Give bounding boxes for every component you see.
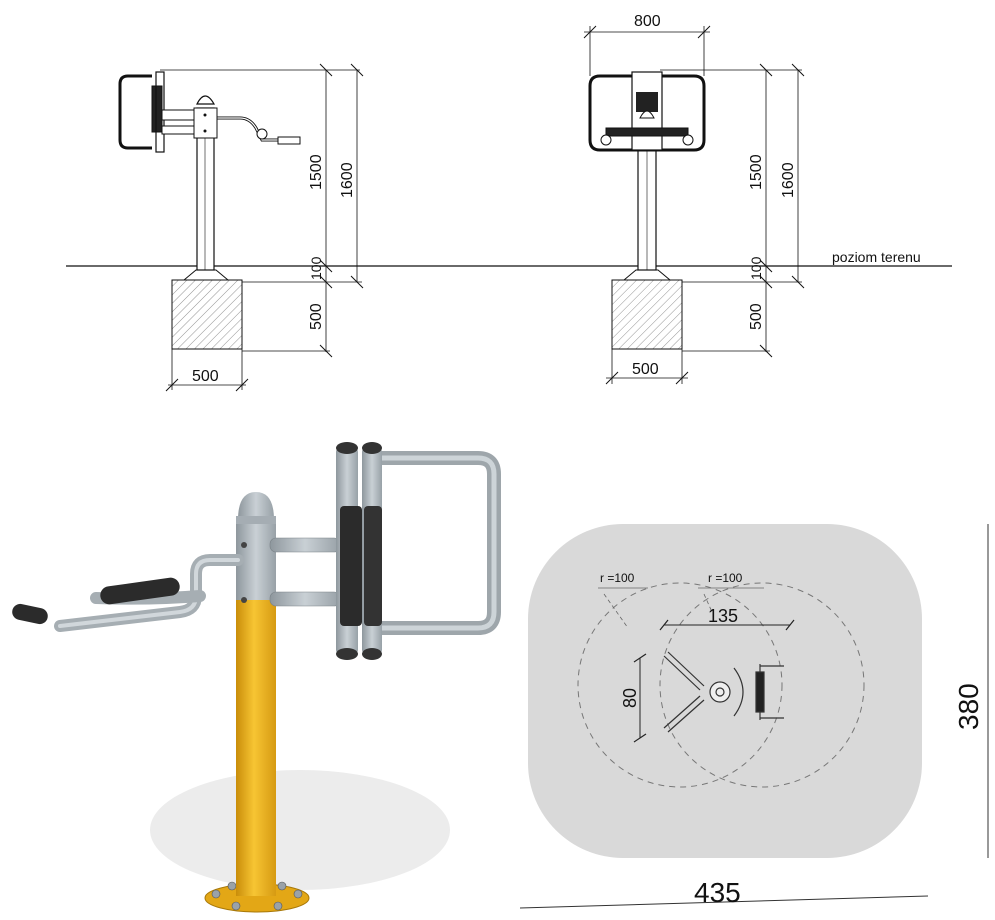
render-column-cap <box>238 492 274 520</box>
side-dimensions <box>160 63 364 392</box>
side-base-plate <box>182 269 230 281</box>
front-height-total: 1600 <box>780 162 797 198</box>
render-shadow <box>150 770 450 890</box>
side-foundation-depth: 500 <box>308 303 325 330</box>
side-height-above-ground: 1500 <box>308 154 325 190</box>
side-frame-handle <box>118 74 152 150</box>
front-ground-offset: 100 <box>748 256 764 280</box>
front-base-plate <box>622 269 672 281</box>
front-height-above-ground: 1500 <box>748 154 765 190</box>
side-height-total: 1600 <box>339 162 356 198</box>
front-view <box>588 71 706 350</box>
equipment-render <box>12 442 501 913</box>
safety-circle-left <box>577 582 783 788</box>
render-frame <box>370 451 501 635</box>
safety-zone-width: 435 <box>694 877 741 908</box>
front-foundation-width: 500 <box>632 361 659 378</box>
side-foundation <box>171 279 243 350</box>
front-foundation <box>611 279 683 350</box>
side-ground-offset: 100 <box>308 256 324 280</box>
safety-centre-distance: 135 <box>708 606 738 626</box>
safety-circle-right <box>659 582 865 788</box>
front-dimensions <box>583 25 805 385</box>
front-frame-width: 800 <box>634 13 661 30</box>
front-grip <box>605 127 689 137</box>
side-view <box>118 71 301 350</box>
safety-zone-depth: 380 <box>953 683 984 730</box>
ground-level-label: poziom terenu <box>832 249 921 265</box>
render-grip-right <box>364 506 382 626</box>
safety-handle-width: 80 <box>620 688 640 708</box>
side-grip <box>151 85 163 133</box>
safety-radius-left-label: r =100 <box>600 571 635 585</box>
front-foundation-depth: 500 <box>748 303 765 330</box>
safety-zone <box>519 524 989 909</box>
side-post-cap <box>196 95 216 105</box>
render-dip-grip <box>100 577 180 605</box>
top-view-equipment <box>663 651 784 733</box>
safety-radius-right-label: r =100 <box>708 571 743 585</box>
side-foundation-width: 500 <box>192 368 219 385</box>
render-grip-left <box>340 506 362 626</box>
render-post <box>236 590 276 896</box>
